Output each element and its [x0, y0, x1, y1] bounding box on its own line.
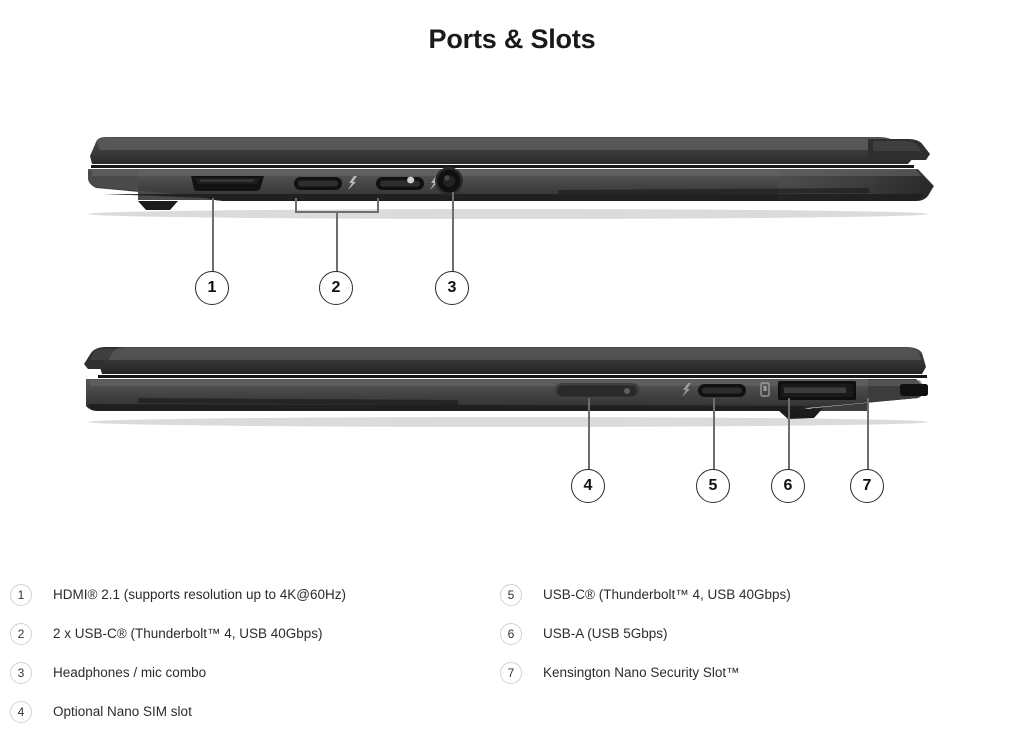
nano-sim-tray — [554, 383, 640, 399]
legend-label-3: Headphones / mic combo — [53, 665, 207, 680]
callout-3[interactable]: 3 — [435, 271, 469, 305]
callout-6[interactable]: 6 — [771, 469, 805, 503]
rubber-foot — [138, 201, 178, 210]
thunderbolt-icon-2 — [430, 176, 439, 190]
base-left-nose — [88, 170, 228, 200]
leader-line-5 — [713, 398, 715, 470]
page-title: Ports & Slots — [428, 24, 596, 54]
usb-a-port — [778, 381, 856, 400]
drop-shadow — [88, 417, 928, 427]
laptop-left-side-view — [78, 126, 936, 221]
usb-c-port-3 — [698, 384, 746, 397]
legend-label-6: USB-A (USB 5Gbps) — [543, 626, 668, 641]
usb-c-port-2 — [376, 177, 424, 190]
legend-item-7: 7 Kensington Nano Security Slot™ — [500, 653, 1000, 692]
legend-number-6: 6 — [500, 622, 522, 645]
legend-item-2: 2 2 x USB-C® (Thunderbolt™ 4, USB 40Gbps… — [10, 614, 500, 653]
legend-number-5: 5 — [500, 583, 522, 606]
leader-line-6 — [788, 398, 790, 470]
legend-label-2: 2 x USB-C® (Thunderbolt™ 4, USB 40Gbps) — [53, 626, 323, 641]
sim-pinhole-icon — [624, 388, 630, 394]
thunderbolt-icon-1 — [348, 176, 357, 190]
legend-label-1: HDMI® 2.1 (supports resolution up to 4K@… — [53, 587, 347, 602]
kensington-lock-slot — [900, 384, 928, 396]
legend-number-1: 1 — [10, 583, 32, 606]
callout-7[interactable]: 7 — [850, 469, 884, 503]
legend-column-right: 5 USB-C® (Thunderbolt™ 4, USB 40Gbps) 6 … — [500, 575, 1000, 692]
callout-2[interactable]: 2 — [319, 271, 353, 305]
callout-4[interactable]: 4 — [571, 469, 605, 503]
led-dot-icon-b — [407, 176, 415, 184]
drop-shadow — [88, 209, 928, 219]
speaker-grille — [138, 398, 458, 405]
headphone-jack — [435, 167, 463, 195]
legend-item-1: 1 HDMI® 2.1 (supports resolution up to 4… — [10, 575, 500, 614]
callout-1[interactable]: 1 — [195, 271, 229, 305]
lid-base-seam — [91, 165, 914, 168]
legend-item-6: 6 USB-A (USB 5Gbps) — [500, 614, 1000, 653]
legend-number-2: 2 — [10, 622, 32, 645]
legend-label-4: Optional Nano SIM slot — [53, 704, 192, 719]
legend-number-4: 4 — [10, 700, 32, 723]
leader-line-2-stem — [336, 211, 338, 272]
legend: 1 HDMI® 2.1 (supports resolution up to 4… — [0, 575, 1024, 730]
leader-line-2-right — [377, 198, 379, 212]
usb-c-port-1 — [294, 177, 342, 190]
legend-number-3: 3 — [10, 661, 32, 684]
legend-item-5: 5 USB-C® (Thunderbolt™ 4, USB 40Gbps) — [500, 575, 1000, 614]
lid-top-highlight — [108, 348, 921, 360]
leader-line-2-left — [295, 198, 297, 212]
hdmi-port — [191, 176, 264, 191]
legend-item-4: 4 Optional Nano SIM slot — [10, 692, 500, 731]
thunderbolt-icon-3 — [682, 383, 691, 397]
legend-column-left: 1 HDMI® 2.1 (supports resolution up to 4… — [10, 575, 500, 731]
legend-label-5: USB-C® (Thunderbolt™ 4, USB 40Gbps) — [543, 587, 791, 602]
usb-trident-icon — [760, 382, 770, 397]
leader-line-3 — [452, 192, 454, 272]
leader-line-4 — [588, 398, 590, 470]
legend-item-3: 3 Headphones / mic combo — [10, 653, 500, 692]
legend-number-7: 7 — [500, 661, 522, 684]
leader-line-1 — [212, 198, 214, 272]
lid-top-highlight — [97, 138, 902, 150]
speaker-grille — [558, 188, 870, 195]
leader-line-7 — [867, 398, 869, 470]
lid-base-seam — [98, 375, 927, 378]
callout-5[interactable]: 5 — [696, 469, 730, 503]
legend-label-7: Kensington Nano Security Slot™ — [543, 665, 740, 680]
laptop-right-side-view — [78, 336, 936, 428]
base-right-nose — [790, 379, 925, 411]
